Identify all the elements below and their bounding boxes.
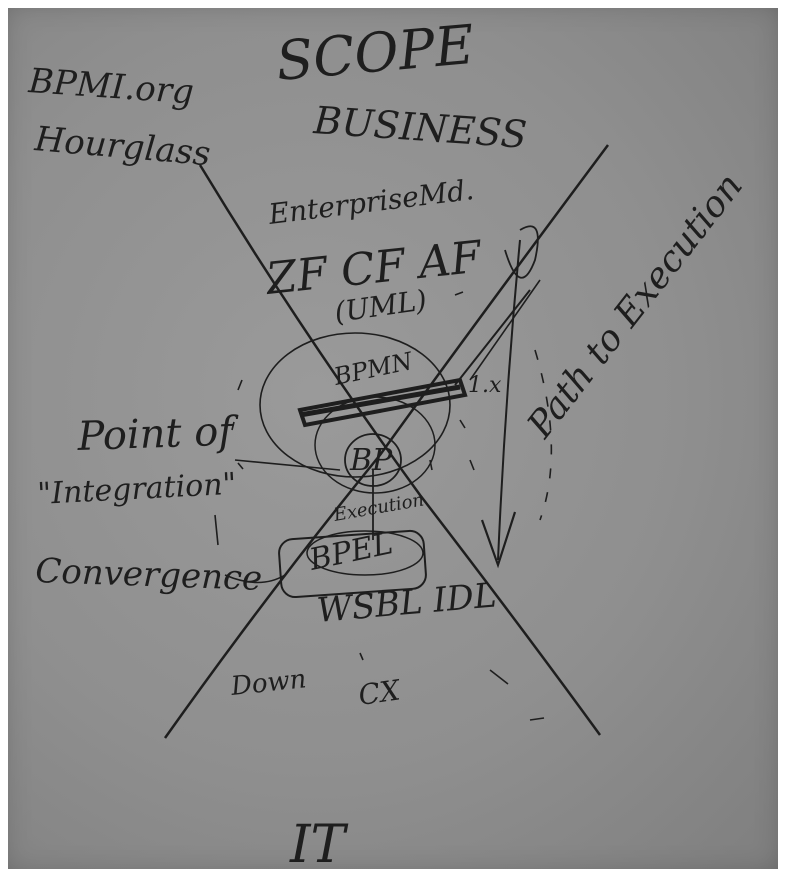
site-label: BPMI.org	[26, 61, 195, 113]
execution-label: Execution	[331, 489, 425, 526]
arrow-to-uml	[470, 280, 540, 380]
title: SCOPE	[274, 13, 477, 93]
pointer-to-core	[235, 460, 340, 470]
integration-tick	[215, 515, 218, 545]
cx-label: CX	[356, 673, 403, 712]
bp-label: BP	[349, 443, 393, 478]
enterprise-label: EnterpriseMd.	[266, 173, 476, 231]
wsdl-label: WSBL IDL	[315, 575, 498, 631]
convergence-label: Convergence	[35, 551, 263, 599]
integration-label: "Integration"	[37, 467, 238, 512]
bottom-label: IT	[289, 815, 349, 875]
bpel-version-label: 1.x	[468, 373, 502, 398]
frameworks-loop	[505, 226, 538, 278]
bpmn-label: BPMN	[330, 347, 415, 391]
bpel-label: BPEL	[305, 526, 395, 578]
model-label: Hourglass	[32, 119, 212, 174]
down-label: Down	[229, 664, 308, 702]
point-label: Point of	[76, 408, 240, 460]
path-label: Path to Execution	[519, 166, 751, 446]
top-label: BUSINESS	[311, 98, 528, 157]
